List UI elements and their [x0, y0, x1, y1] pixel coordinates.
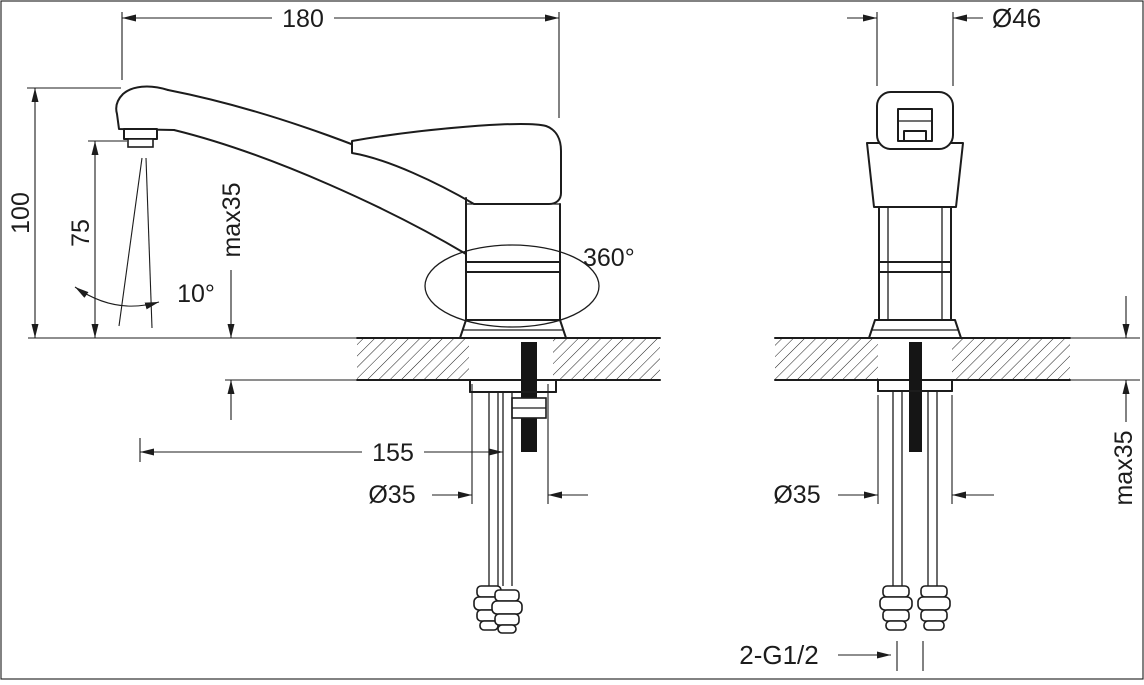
dim-dia35-side-label: Ø35: [368, 481, 415, 509]
aerator-tip: [127, 138, 154, 148]
connector-segment: [917, 596, 951, 611]
threaded-stud: [909, 342, 922, 452]
front-view: Ø46 max35 Ø35 2-G1/2: [739, 3, 1140, 671]
dim-dia46-label: Ø46: [992, 3, 1041, 33]
dimension-dia46: Ø46: [847, 3, 1041, 86]
connector-segment: [879, 596, 913, 611]
dimension-dia35-front: Ø35: [773, 395, 994, 509]
angle-arc: [74, 286, 160, 310]
dimension-155: 155: [139, 438, 503, 467]
counter-hatch: [357, 339, 469, 379]
connector-segment: [497, 624, 517, 634]
dim-max35-side-label: max35: [218, 182, 246, 257]
faucet-front-outline: [866, 91, 964, 339]
dim-max35-front-label: max35: [1110, 430, 1138, 505]
dim-100-label: 100: [7, 192, 35, 234]
connector-segment: [491, 600, 523, 615]
dim-dia35-front-label: Ø35: [773, 481, 820, 509]
lever-handle: [351, 123, 562, 205]
dim-thread-label: 2-G1/2: [739, 640, 819, 670]
dimension-75: 75: [67, 140, 127, 338]
dim-75-label: 75: [67, 219, 95, 247]
body-column: [878, 206, 952, 321]
connector-segment: [494, 589, 520, 602]
dimension-max35-front: max35: [1110, 296, 1138, 506]
hose-connector: [917, 585, 951, 631]
label-background: [362, 439, 424, 465]
under-counter-parts-side: [469, 342, 557, 634]
spout-nozzle: [115, 85, 175, 131]
connector-segment: [920, 585, 948, 598]
connector-segment: [885, 620, 907, 631]
angle-ray: [145, 157, 153, 329]
dimension-max35-side: max35: [218, 182, 246, 420]
hose-connector: [879, 585, 913, 631]
hose-connector: [491, 589, 523, 634]
connector-segment: [882, 609, 910, 622]
dimension-dia35-side: Ø35: [368, 384, 588, 509]
countertop-section-side: [28, 337, 661, 381]
lever-front: [866, 142, 964, 208]
dimension-180: 180: [121, 5, 560, 118]
connector-segment: [920, 609, 948, 622]
faucet-side-outline: [115, 85, 600, 339]
under-counter-parts-front: [877, 342, 953, 631]
counter-hatch: [952, 339, 1070, 379]
annotation-thread: 2-G1/2: [739, 640, 924, 671]
dim-10deg-label: 10°: [177, 280, 215, 308]
dimension-100: 100: [7, 87, 121, 338]
dim-180-label: 180: [282, 5, 324, 33]
flange-side: [459, 319, 467, 339]
threaded-stud: [521, 342, 537, 452]
connector-segment: [494, 613, 520, 626]
countertop-section-front: [774, 337, 1140, 381]
base-flange-front: [868, 319, 962, 339]
annotation-10deg: 10°: [74, 157, 215, 329]
dim-360deg-label: 360°: [583, 244, 635, 272]
aerator: [123, 128, 158, 140]
connector-segment: [882, 585, 910, 598]
angle-ray: [118, 157, 143, 327]
dim-155-label: 155: [372, 439, 414, 467]
spout-tip-inner: [903, 130, 927, 142]
side-view: 180 100 75 max35 10° 360°: [7, 5, 661, 634]
spout-bottom-edge: [173, 129, 467, 255]
label-background: [272, 5, 334, 31]
flange-side: [559, 319, 567, 339]
counter-hatch: [775, 339, 878, 379]
swivel-ellipse: [424, 244, 600, 328]
connector-segment: [923, 620, 945, 631]
counter-hatch: [553, 339, 660, 379]
